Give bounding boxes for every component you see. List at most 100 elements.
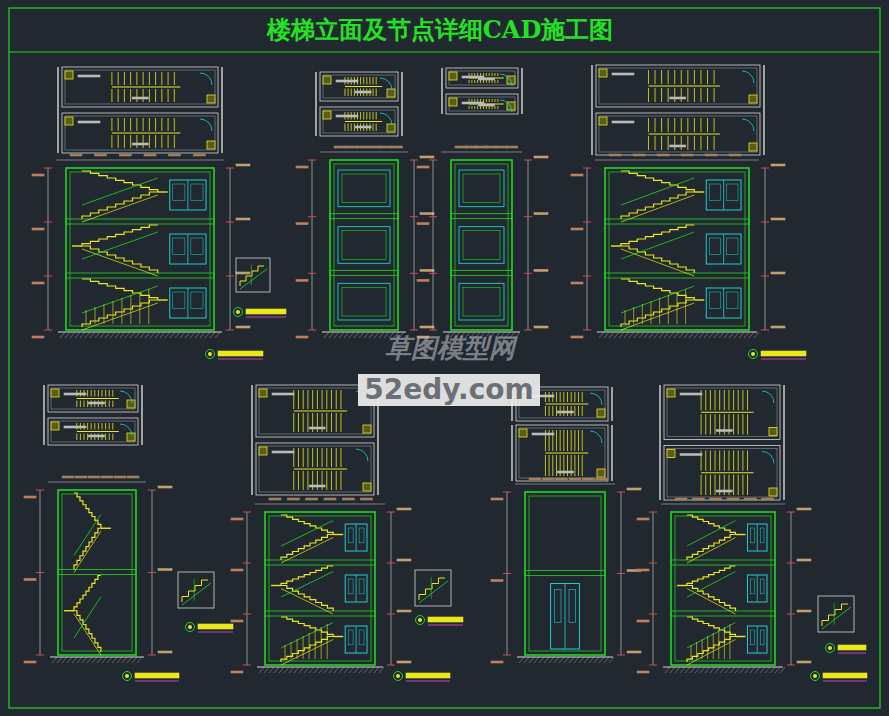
cad-line	[174, 118, 175, 131]
cad-line	[681, 118, 682, 132]
cad-line	[719, 451, 720, 471]
cad-rect	[519, 429, 527, 437]
cad-rect	[173, 184, 185, 201]
cad-rect	[65, 70, 215, 104]
cad-line	[639, 332, 644, 338]
cad-line	[105, 423, 106, 430]
cad-rect	[342, 231, 386, 260]
cad-line	[701, 472, 753, 473]
cad-line	[649, 665, 657, 666]
stair-section	[491, 478, 641, 663]
cad-line	[724, 451, 725, 471]
cad-line	[719, 332, 724, 338]
cad-line	[185, 332, 190, 338]
cad-line	[563, 430, 564, 451]
cad-line	[754, 332, 759, 338]
cad-rect	[218, 351, 263, 356]
cad-rect	[428, 617, 463, 622]
cad-rect	[348, 579, 353, 594]
cad-line	[492, 99, 493, 102]
cad-line	[74, 576, 101, 611]
cad-line	[141, 385, 142, 445]
cad-line	[681, 70, 682, 84]
cad-line	[714, 332, 719, 338]
cad-line	[578, 392, 579, 402]
cad-line	[135, 332, 140, 338]
cad-line	[115, 332, 120, 338]
cad-rect	[336, 80, 358, 82]
cad-rect	[114, 476, 126, 478]
cad-line	[471, 106, 472, 109]
cad-line	[477, 106, 478, 109]
cad-rect	[838, 645, 866, 650]
cad-line	[303, 636, 304, 659]
cad-rect	[135, 673, 179, 678]
cad-line	[303, 390, 304, 409]
cad-line	[761, 359, 806, 360]
cad-line	[489, 99, 490, 102]
cad-line	[112, 657, 117, 663]
cad-line	[611, 245, 621, 246]
cad-rect	[420, 326, 434, 328]
cad-line	[469, 106, 470, 109]
cad-line	[82, 178, 158, 205]
cad-rect	[664, 446, 780, 501]
cad-line	[246, 317, 286, 318]
cad-rect	[32, 336, 44, 338]
cad-rect	[417, 279, 429, 281]
cad-line	[281, 572, 333, 598]
cad-line	[67, 657, 72, 663]
cad-rect	[236, 164, 250, 166]
cad-line	[354, 332, 359, 338]
cad-line	[187, 288, 188, 318]
cad-line	[675, 667, 680, 673]
cad-line	[471, 73, 472, 76]
cad-line	[130, 332, 135, 338]
cad-line	[410, 330, 418, 331]
stair-plan	[44, 385, 142, 445]
cad-line	[187, 234, 188, 264]
cad-rect	[491, 661, 503, 663]
cad-line	[687, 637, 735, 663]
cad-line	[655, 118, 656, 132]
cad-line	[401, 72, 402, 136]
cad-line	[735, 667, 740, 673]
cad-line	[674, 136, 675, 150]
cad-line	[111, 72, 112, 85]
cad-line	[168, 135, 169, 148]
cad-line	[174, 72, 175, 85]
cad-rect	[716, 490, 732, 492]
cad-line	[489, 80, 490, 83]
cad-rect	[747, 524, 767, 551]
cad-rect	[760, 528, 764, 543]
cad-line	[707, 118, 708, 132]
cad-rect	[760, 579, 764, 594]
cad-line	[77, 431, 119, 432]
cad-line	[765, 168, 766, 330]
cad-line	[715, 475, 716, 495]
cad-line	[486, 80, 487, 83]
cad-line	[545, 455, 546, 476]
cad-line	[714, 118, 715, 132]
cad-line	[710, 667, 715, 673]
cad-line	[363, 112, 364, 120]
cad-line	[359, 667, 364, 673]
cad-line	[86, 310, 87, 324]
cad-line	[91, 423, 92, 430]
cad-line	[87, 390, 88, 397]
cad-line	[100, 332, 105, 338]
cad-line	[715, 414, 716, 434]
cad-line	[617, 655, 625, 656]
cad-line	[77, 657, 82, 663]
cad-line	[747, 414, 748, 434]
cad-rect	[95, 154, 107, 156]
cad-rect	[24, 661, 36, 663]
cad-rect	[463, 231, 500, 260]
cad-line	[733, 390, 734, 410]
cad-line	[293, 471, 294, 490]
cad-rect	[599, 117, 607, 125]
cad-line	[124, 89, 125, 102]
cad-line	[579, 657, 584, 663]
cad-line	[92, 657, 97, 663]
